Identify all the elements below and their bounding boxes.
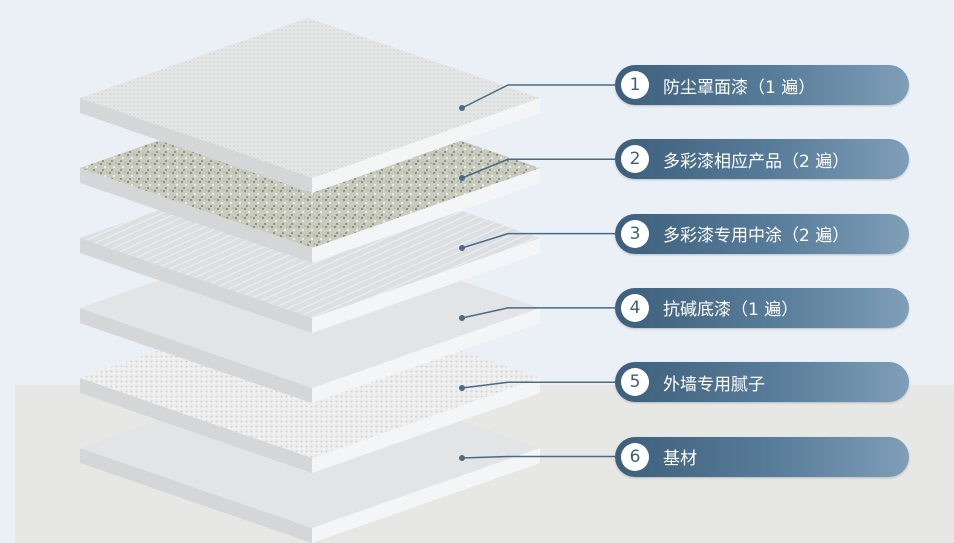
- layer-right-side: [312, 98, 540, 193]
- leader-line: [461, 455, 615, 459]
- leader-dot: [459, 175, 465, 181]
- layer-left-side: [80, 168, 312, 263]
- layer-1: [80, 18, 540, 193]
- leader-dot: [459, 385, 465, 391]
- layer-left-side: [80, 308, 312, 403]
- layer-right-side: [312, 448, 540, 543]
- layer-label-3: 3 多彩漆专用中涂（2 遍）: [615, 213, 909, 254]
- leader-dot: [459, 245, 465, 251]
- leader-line: [461, 84, 615, 109]
- layer-number-badge: 3: [621, 219, 649, 248]
- layer-right-side: [312, 168, 540, 263]
- layer-left-side: [80, 238, 312, 333]
- layer-number-badge: 2: [621, 145, 649, 174]
- layer-label-text: 多彩漆专用中涂（2 遍）: [663, 226, 850, 247]
- layer-label-text: 外墙专用腻子: [663, 374, 765, 395]
- leader-line: [461, 158, 615, 179]
- layer-label-text: 基材: [663, 449, 697, 469]
- layer-number-badge: 4: [621, 293, 649, 322]
- layer-left-side: [80, 378, 312, 473]
- layer-number-badge: 5: [621, 368, 649, 397]
- leader-line: [461, 307, 615, 319]
- layer-top-face: [80, 18, 540, 178]
- layer-number-badge: 1: [621, 71, 649, 99]
- leader-dot: [459, 455, 465, 461]
- layer-left-side: [80, 448, 312, 543]
- layer-label-1: 1 防尘罩面漆（1 遍）: [615, 65, 909, 105]
- layer-right-side: [312, 308, 540, 403]
- layer-label-2: 2 多彩漆相应产品（2 遍）: [615, 139, 909, 180]
- layer-label-6: 6 基材: [615, 436, 909, 477]
- layer-label-5: 5 外墙专用腻子: [615, 362, 909, 403]
- layer-label-text: 抗碱底漆（1 遍）: [663, 300, 799, 321]
- layer-right-side: [312, 238, 540, 333]
- leader-dot: [459, 315, 465, 321]
- layer-number-badge: 6: [621, 442, 649, 471]
- leader-dot: [459, 105, 465, 111]
- layer-label-text: 防尘罩面漆（1 遍）: [663, 77, 816, 98]
- leader-line: [461, 381, 615, 389]
- layer-right-side: [312, 378, 540, 473]
- layer-label-text: 多彩漆相应产品（2 遍）: [663, 151, 850, 172]
- leader-line: [461, 232, 615, 249]
- layer-label-4: 4 抗碱底漆（1 遍）: [615, 287, 909, 328]
- layer-left-side: [80, 98, 312, 193]
